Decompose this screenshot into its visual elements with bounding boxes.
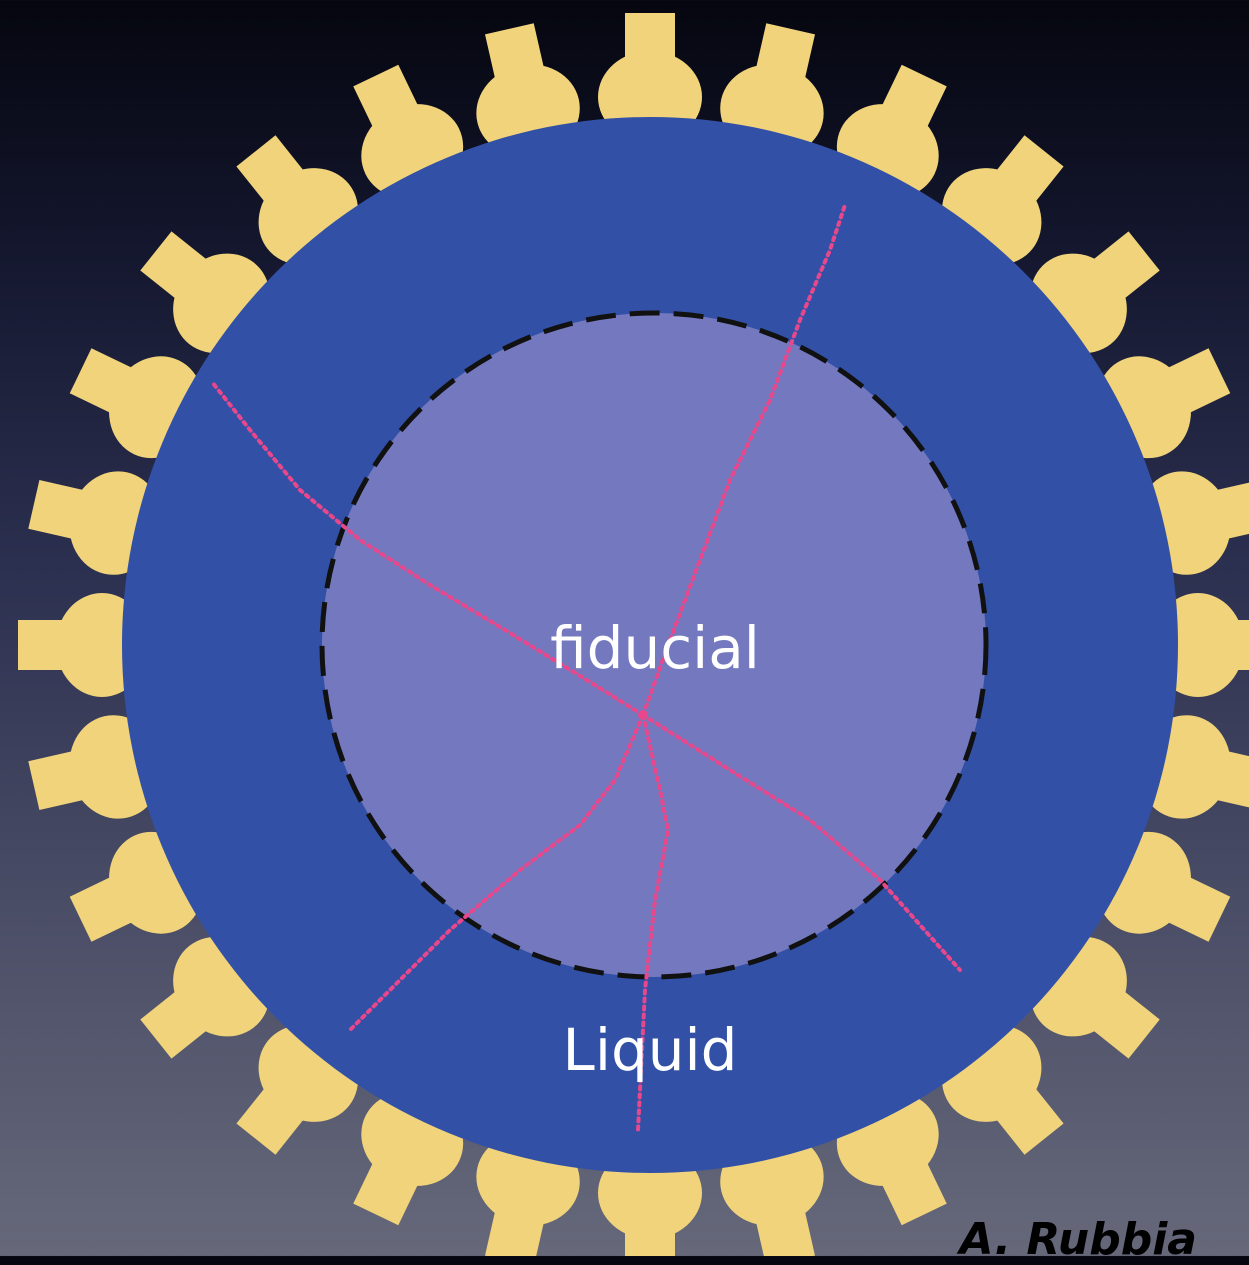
interaction-vertex	[638, 710, 648, 720]
liquid-label: Liquid	[563, 1016, 738, 1084]
author-credit: A. Rubbia	[960, 1218, 1197, 1262]
fiducial-label: fiducial	[550, 614, 760, 682]
